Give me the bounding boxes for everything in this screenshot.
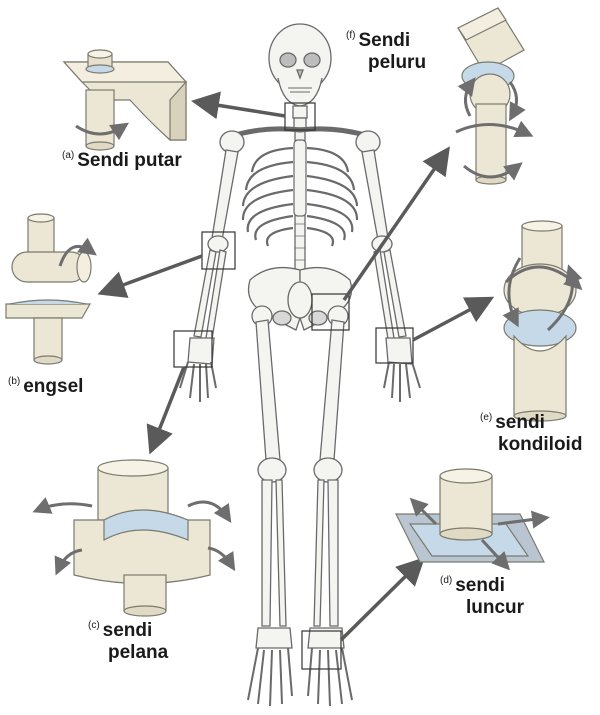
pelvis	[247, 266, 353, 331]
label-saddle-line1: sendi	[102, 620, 153, 641]
hinge-rotation-arrow	[58, 237, 97, 267]
arrow-pivot	[191, 91, 286, 120]
label-condyloid-line2: kondiloid	[498, 433, 583, 455]
foot-left	[247, 647, 293, 707]
hand-right	[383, 361, 421, 402]
label-ball-line1: Sendi	[358, 30, 411, 51]
saddle-joint-illustration	[73, 459, 211, 617]
label-pivot-joint: (a)Sendi putar	[62, 150, 182, 172]
saddle-motion-arrows	[32, 497, 236, 576]
pointer-arrows	[97, 91, 495, 642]
label-hinge-line1: engsel	[23, 376, 84, 397]
leg-left	[251, 305, 293, 649]
label-condyloid-joint: (e)sendi kondiloid	[480, 412, 582, 456]
arrow-saddle	[146, 366, 186, 455]
arrow-plane	[339, 557, 425, 642]
label-ball-joint: (f)Sendi peluru	[346, 30, 426, 74]
label-saddle-joint: (c)sendi pelana	[88, 620, 168, 664]
label-plane-letter: (d)	[440, 575, 453, 586]
label-saddle-letter: (c)	[88, 620, 100, 631]
box-wrist-right	[375, 327, 414, 364]
arrow-ball	[342, 146, 450, 301]
label-plane-line2: luncur	[466, 596, 525, 618]
label-hinge-letter: (b)	[8, 376, 21, 387]
label-condyloid-letter: (e)	[480, 412, 493, 423]
leg-right	[307, 305, 349, 649]
label-saddle-line2: pelana	[108, 641, 169, 663]
highlight-boxes	[173, 102, 414, 670]
label-pivot-letter: (a)	[62, 150, 75, 161]
label-pivot-line1: Sendi putar	[77, 150, 182, 171]
hinge-joint-illustration	[5, 213, 92, 365]
label-ball-letter: (f)	[346, 30, 356, 41]
label-hinge-joint: (b)engsel	[8, 376, 83, 398]
box-neck	[284, 102, 316, 131]
label-ball-line2: peluru	[368, 51, 427, 73]
skeleton	[179, 23, 421, 707]
label-condyloid-line1: sendi	[495, 412, 545, 433]
skull	[268, 23, 332, 107]
pivot-rotation-arrow	[75, 122, 129, 141]
box-ankle	[301, 630, 342, 670]
foot-right	[307, 647, 353, 707]
ribcage	[241, 139, 359, 247]
condyloid-motion-arrows	[502, 257, 583, 332]
ball-motion-arrows	[455, 77, 534, 181]
box-wrist-left	[173, 330, 213, 368]
box-elbow	[201, 231, 236, 270]
arm-right	[355, 130, 413, 365]
arm-left	[187, 130, 245, 365]
pivot-joint-illustration	[62, 49, 188, 151]
plane-joint-illustration	[395, 468, 545, 563]
label-plane-line1: sendi	[455, 575, 505, 596]
arrow-hinge	[97, 254, 203, 298]
condyloid-joint-illustration	[503, 220, 577, 422]
plane-motion-arrows	[409, 497, 550, 571]
label-plane-joint: (d)sendi luncur	[440, 575, 524, 619]
arrow-condyloid	[412, 296, 495, 342]
ball-joint-illustration	[457, 7, 525, 185]
box-hip	[311, 293, 350, 331]
